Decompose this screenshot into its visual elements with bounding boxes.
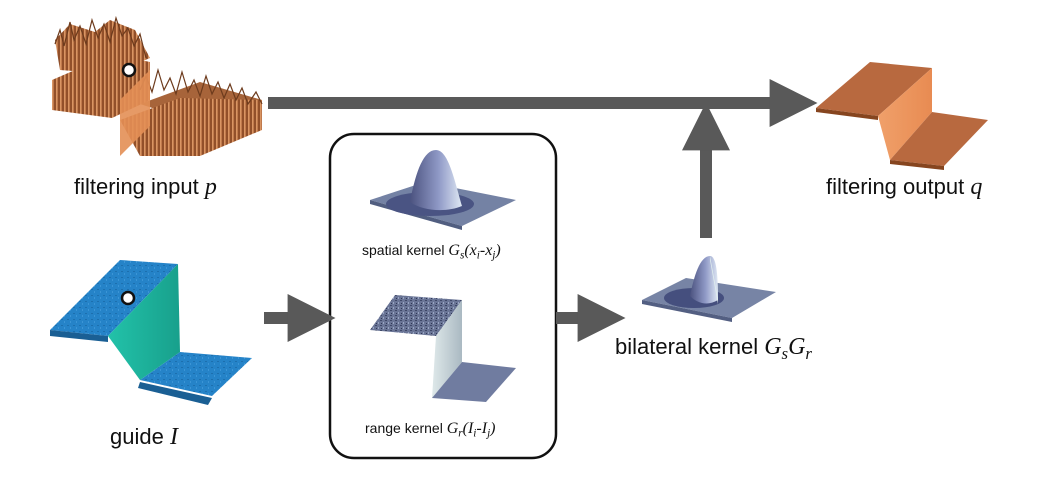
- guide-pixel-marker: [120, 290, 136, 306]
- guide-label: guide I: [110, 425, 178, 449]
- filtering-output-surface: [816, 62, 988, 170]
- bilateral-kernel-text: bilateral kernel: [615, 334, 759, 359]
- filtering-input-label: filtering input p: [74, 175, 217, 199]
- range-kernel-text: range kernel: [365, 420, 443, 436]
- filtering-output-symbol: q: [970, 174, 983, 200]
- spatial-kernel-text: spatial kernel: [362, 242, 445, 258]
- input-pixel-marker: [121, 62, 137, 78]
- range-kernel-formula: Gr(Ii-Ij): [446, 420, 496, 440]
- spatial-kernel-formula: Gs(xi-xj): [448, 242, 501, 262]
- filtering-input-surface: [52, 15, 263, 156]
- spatial-kernel-label: spatial kernel Gs(xi-xj): [362, 242, 501, 262]
- bilateral-kernel-formula: GsGr: [764, 334, 812, 364]
- filtering-input-text: filtering input: [74, 174, 199, 199]
- bilateral-kernel-surface: [642, 256, 776, 322]
- guide-surface: [50, 260, 252, 405]
- guide-text: guide: [110, 424, 164, 449]
- bilateral-kernel-label: bilateral kernel GsGr: [615, 334, 812, 364]
- spatial-kernel-surface: [370, 150, 516, 230]
- guide-symbol: I: [169, 424, 178, 450]
- range-kernel-label: range kernel Gr(Ii-Ij): [365, 420, 496, 440]
- filtering-output-label: filtering output q: [826, 175, 982, 199]
- filtering-output-text: filtering output: [826, 174, 965, 199]
- filtering-input-symbol: p: [204, 174, 217, 200]
- range-kernel-surface: [370, 295, 516, 402]
